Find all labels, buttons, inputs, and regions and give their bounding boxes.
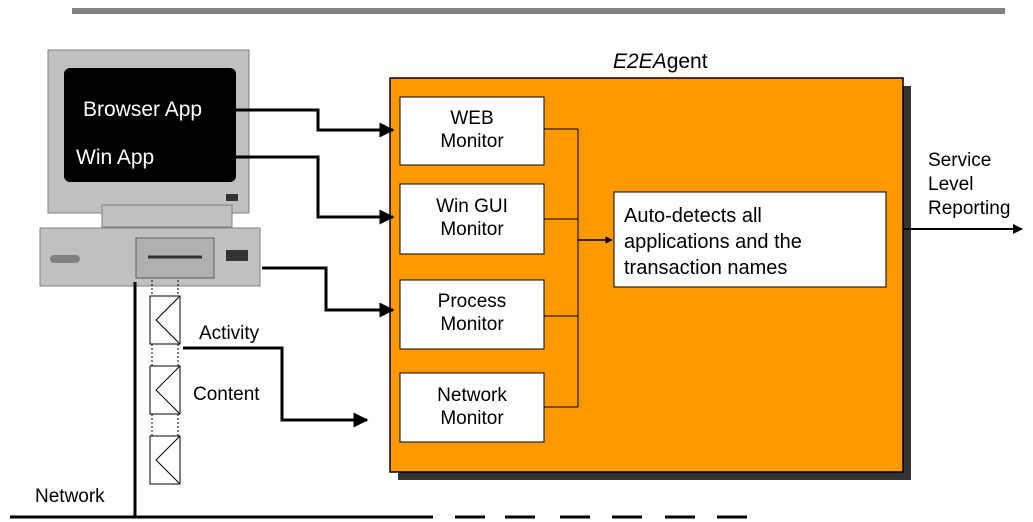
probe-2 (149, 365, 181, 415)
activity-to-network-arrow (183, 346, 369, 428)
browser-app-label: Browser App (83, 98, 203, 121)
monitor-stand (101, 204, 233, 228)
pc-power-light (226, 250, 248, 261)
service-level-reporting-label: Service Level Reporting (928, 150, 1011, 219)
win-gui-monitor-box (399, 183, 545, 255)
activity-label: Activity (199, 323, 260, 344)
network-label: Network (35, 486, 105, 507)
auto-detect-text: Auto-detects all applications and the tr… (624, 205, 802, 279)
web-monitor-box (399, 96, 545, 166)
pc-to-process-arrow (262, 266, 395, 318)
agent-title: E2EAgent (613, 50, 708, 73)
packet-probes (149, 280, 181, 485)
win-app-label: Win App (76, 146, 155, 169)
probe-3 (149, 435, 181, 485)
winapp-to-gui-arrow (232, 155, 395, 225)
computer (39, 49, 261, 287)
probe-1 (149, 295, 181, 345)
auto-detect-box (613, 191, 887, 288)
process-monitor-box (399, 279, 545, 350)
pc-base-slot (50, 255, 80, 263)
browser-to-web-arrow (236, 108, 395, 138)
content-label: Content (193, 384, 260, 405)
network-monitor-box (399, 372, 545, 443)
monitor-bracket (544, 128, 579, 408)
monitor-button (226, 194, 238, 201)
top-rule (72, 8, 1005, 14)
monitor-screen (64, 68, 236, 182)
